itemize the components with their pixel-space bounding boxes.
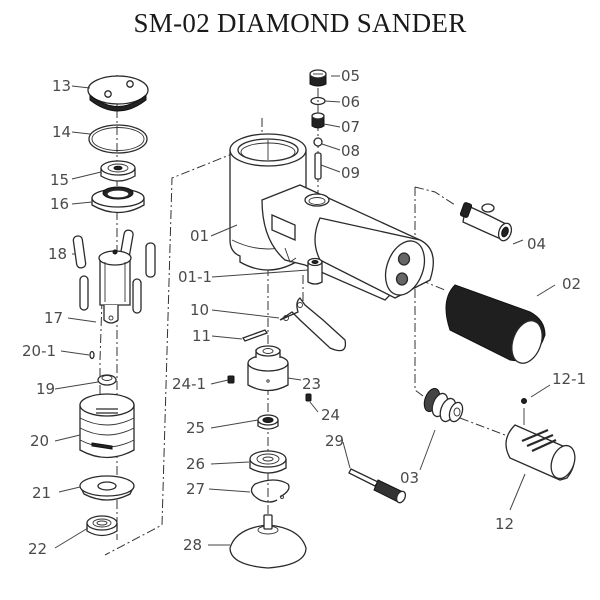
label-19: 19: [36, 380, 55, 398]
part-03-muffler: [423, 387, 464, 423]
part-19-washer: [97, 374, 117, 386]
label-15: 15: [50, 171, 69, 189]
label-06: 06: [341, 93, 360, 111]
fitting-bracket-line: [414, 187, 436, 406]
label-04: 04: [527, 235, 546, 253]
part-09-valve-stem: [314, 152, 322, 180]
part-20-1-pin: [89, 350, 95, 360]
part-16-bearing-plate: [91, 186, 145, 214]
label-27: 27: [186, 480, 205, 498]
label-12: 12: [495, 515, 514, 533]
label-09: 09: [341, 164, 360, 182]
part-01-1-pin: [307, 257, 323, 285]
label-24-1: 24-1: [172, 375, 206, 393]
part-27-snap-ring: [250, 479, 290, 503]
label-01-1: 01-1: [178, 268, 212, 286]
part-24-set-screw: [305, 393, 312, 402]
label-26: 26: [186, 455, 205, 473]
part-07-spring: [311, 112, 325, 129]
part-25-eccentric: [257, 414, 279, 430]
part-24-1-set-screw: [227, 375, 235, 384]
label-11: 11: [192, 327, 211, 345]
label-16: 16: [50, 195, 69, 213]
leader-lines: [54, 75, 556, 549]
housing-bracket-line: [104, 118, 263, 556]
label-01: 01: [190, 227, 209, 245]
part-11-lever-pin: [242, 329, 268, 342]
fitting-04-line: [414, 186, 456, 206]
part-15-bearing: [100, 160, 136, 182]
label-17: 17: [44, 309, 63, 327]
label-22: 22: [28, 540, 47, 558]
part-12-exhaust-cap: [505, 408, 576, 481]
label-10: 10: [190, 301, 209, 319]
label-13: 13: [52, 77, 71, 95]
part-28-sanding-pad: [229, 514, 307, 569]
part-04-air-fitting: [459, 202, 513, 242]
part-20-cylinder: [79, 393, 135, 459]
muffler-line: [459, 417, 506, 436]
label-02: 02: [562, 275, 581, 293]
part-10-throttle-lever: [279, 297, 347, 352]
label-05: 05: [341, 67, 360, 85]
label-18: 18: [48, 245, 67, 263]
part-23-lower-housing: [247, 345, 289, 392]
part-12-1-screw: [521, 398, 527, 404]
part-14-o-ring: [88, 124, 148, 154]
part-02-rubber-grip: [445, 284, 546, 364]
label-23: 23: [302, 375, 321, 393]
part-01-housing: [229, 133, 434, 301]
label-21: 21: [32, 484, 51, 502]
label-29: 29: [325, 432, 344, 450]
diagram-title: SM-02 DIAMOND SANDER: [133, 8, 467, 38]
label-08: 08: [341, 142, 360, 160]
label-25: 25: [186, 419, 205, 437]
part-21-end-plate: [79, 475, 135, 501]
label-03: 03: [400, 469, 419, 487]
part-22-bearing: [86, 515, 118, 537]
label-14: 14: [52, 123, 71, 141]
label-20-1: 20-1: [22, 342, 56, 360]
part-labels: 13 14 15 16 18 17 20-1 19 20 21 22 05 06…: [22, 67, 586, 558]
part-17-rotor-shaft: [103, 305, 119, 324]
label-24: 24: [321, 406, 340, 424]
part-26-bearing: [249, 450, 287, 474]
part-29-diamond-bit: [348, 468, 407, 504]
part-18-rotor-vanes: [72, 229, 156, 314]
label-07: 07: [341, 118, 360, 136]
label-12-1: 12-1: [552, 370, 586, 388]
part-08-ball: [313, 137, 323, 147]
part-05-valve-cap: [309, 69, 327, 87]
label-28: 28: [183, 536, 202, 554]
part-13-end-cap: [87, 75, 149, 112]
label-20: 20: [30, 432, 49, 450]
